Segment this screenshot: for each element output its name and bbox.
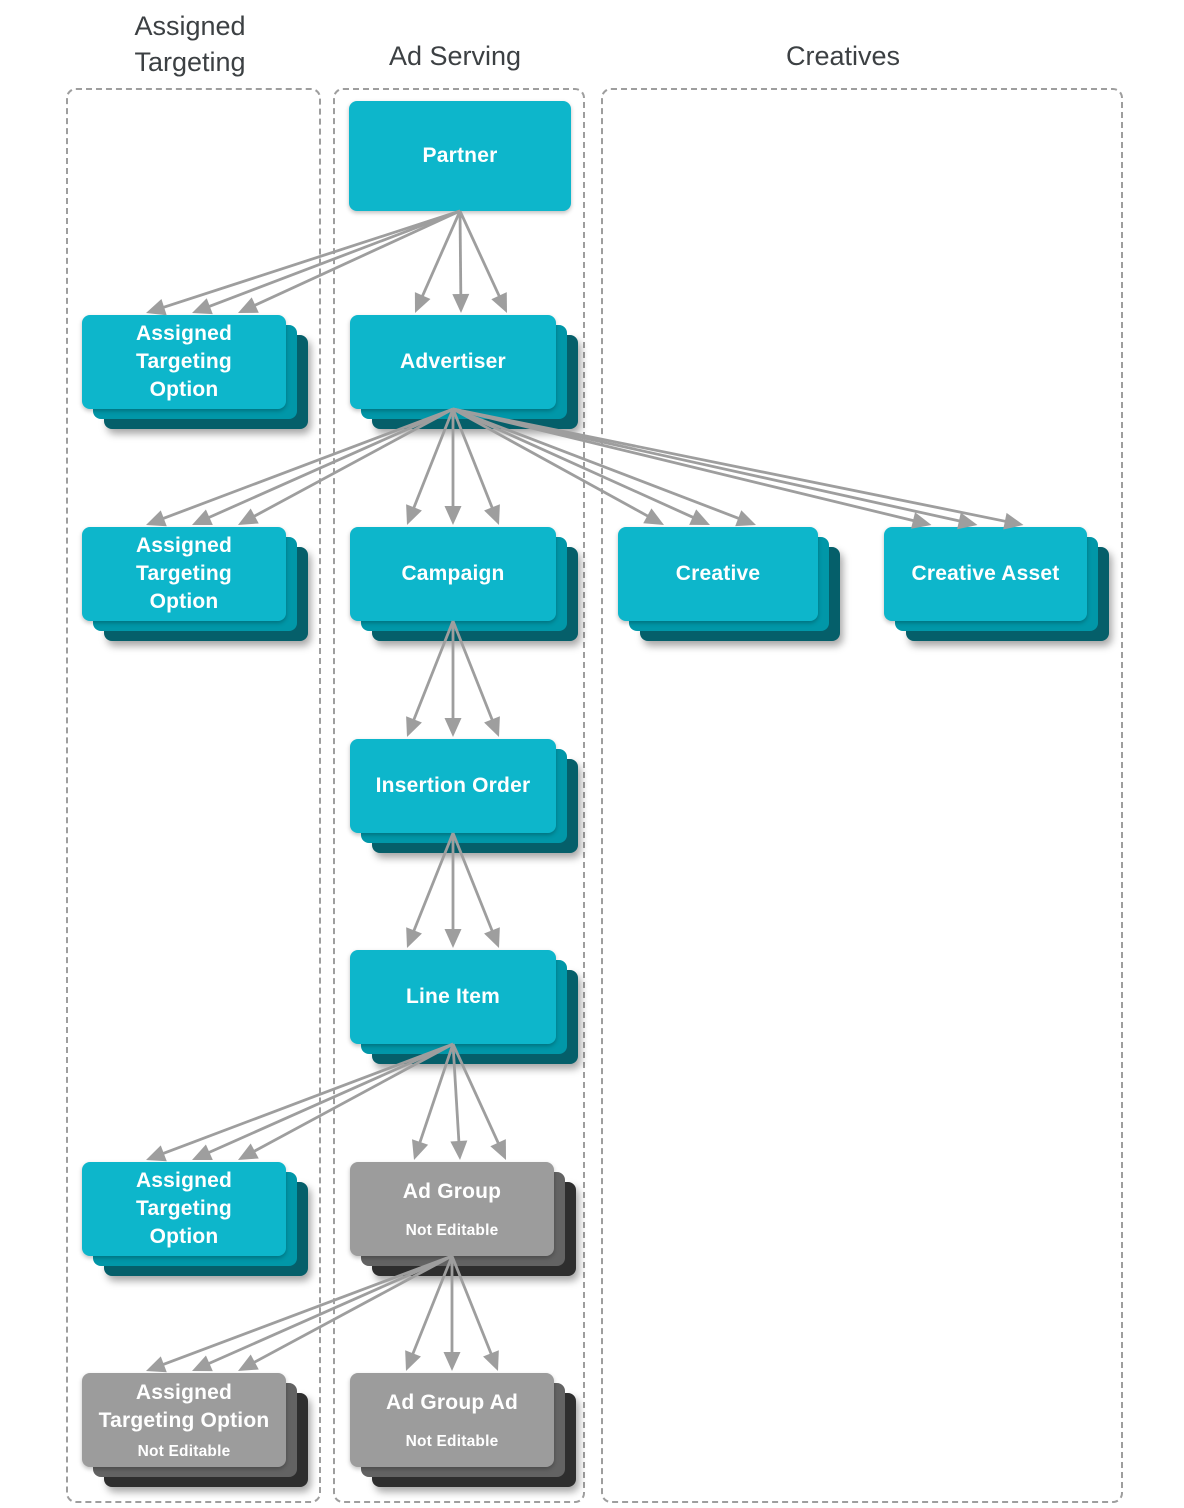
partner-label: Partner	[422, 144, 498, 167]
insertion-order-label: Insertion Order	[375, 774, 531, 797]
node-assigned-targeting-option-2: Assigned Targeting Option	[82, 527, 308, 641]
insertion-order-card: Insertion Order	[350, 739, 556, 833]
creative-asset-label: Creative Asset	[911, 562, 1060, 585]
assigned-targeting-option-2-card: Assigned Targeting Option	[82, 527, 286, 621]
panel-assigned-targeting	[66, 88, 321, 1503]
line-item-label: Line Item	[406, 985, 500, 1008]
advertiser-label: Advertiser	[400, 350, 506, 373]
campaign-card: Campaign	[350, 527, 556, 621]
node-creative-asset: Creative Asset	[884, 527, 1109, 641]
node-advertiser: Advertiser	[350, 315, 578, 429]
creative-label: Creative	[675, 562, 761, 585]
assigned-targeting-option-3-card: Assigned Targeting Option	[82, 1162, 286, 1256]
creative-card: Creative	[618, 527, 818, 621]
column-header-ad-serving: Ad Serving	[388, 41, 522, 71]
assigned-targeting-option-1-label: Assigned Targeting Option	[135, 322, 233, 401]
node-campaign: Campaign	[350, 527, 578, 641]
partner-card: Partner	[349, 101, 571, 211]
assigned-targeting-option-4-label: Assigned Targeting Option	[98, 1381, 270, 1432]
node-assigned-targeting-option-3: Assigned Targeting Option	[82, 1162, 308, 1276]
panel-creatives	[601, 88, 1123, 1503]
ad-group-sublabel: Not Editable	[405, 1222, 499, 1239]
ad-group-ad-card: Ad Group Ad Not Editable	[350, 1373, 554, 1467]
assigned-targeting-option-3-label: Assigned Targeting Option	[135, 1169, 233, 1248]
ad-group-label: Ad Group	[402, 1180, 502, 1203]
line-item-card: Line Item	[350, 950, 556, 1044]
node-ad-group-ad: Ad Group Ad Not Editable	[350, 1373, 576, 1487]
assigned-targeting-option-2-label: Assigned Targeting Option	[135, 534, 233, 613]
node-line-item: Line Item	[350, 950, 578, 1064]
ad-group-ad-label: Ad Group Ad	[385, 1391, 519, 1414]
column-header-assigned-targeting: Assigned Targeting	[134, 11, 246, 77]
panel-ad-serving	[333, 88, 585, 1503]
node-insertion-order: Insertion Order	[350, 739, 578, 853]
creative-asset-card: Creative Asset	[884, 527, 1087, 621]
campaign-label: Campaign	[401, 562, 505, 585]
node-assigned-targeting-option-1: Assigned Targeting Option	[82, 315, 308, 429]
assigned-targeting-option-1-card: Assigned Targeting Option	[82, 315, 286, 409]
node-partner: Partner	[349, 101, 571, 211]
node-creative: Creative	[618, 527, 840, 641]
assigned-targeting-option-4-sublabel: Not Editable	[137, 1443, 231, 1460]
ad-group-ad-sublabel: Not Editable	[405, 1433, 499, 1450]
column-header-creatives: Creatives	[785, 41, 901, 71]
advertiser-card: Advertiser	[350, 315, 556, 409]
